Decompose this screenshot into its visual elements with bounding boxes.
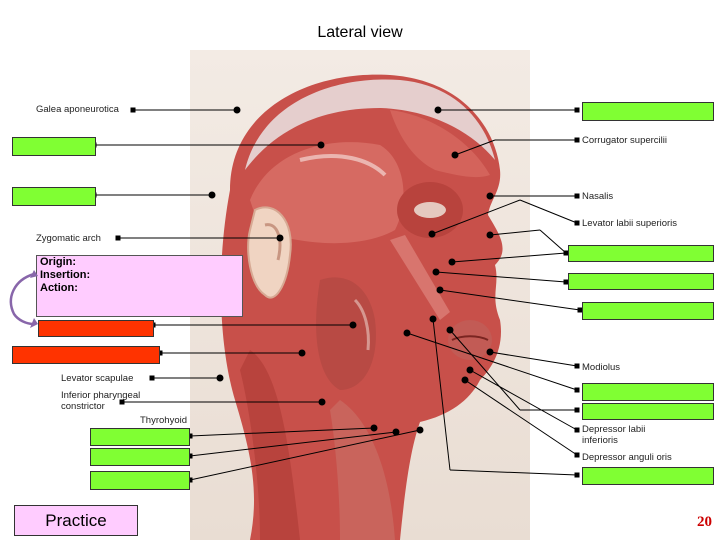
answer-box-green[interactable] <box>582 467 714 485</box>
answer-box-green[interactable] <box>582 102 714 121</box>
curved-arrow-icon[interactable] <box>4 268 38 330</box>
label-depressor-labii-inferioris: Depressor labii inferioris <box>582 424 645 446</box>
label-line-2: inferioris <box>582 435 618 446</box>
insertion-label: Insertion: <box>40 269 91 281</box>
label-levator-labii-superioris: Levator labii superioris <box>582 218 678 229</box>
label-thyrohyoid: Thyrohyoid <box>140 415 187 426</box>
label-galea-aponeurotica: Galea aponeurotica <box>36 104 119 115</box>
answer-box-green[interactable] <box>568 273 714 290</box>
answer-box-green[interactable] <box>12 137 96 156</box>
action-label: Action: <box>40 282 78 294</box>
answer-box-red[interactable] <box>12 346 160 364</box>
label-depressor-anguli-oris: Depressor anguli oris <box>582 452 672 463</box>
label-zygomatic-arch: Zygomatic arch <box>36 233 101 244</box>
label-line-1: Inferior pharyngeal <box>61 390 141 401</box>
answer-box-green[interactable] <box>90 428 190 446</box>
label-inferior-pharyngeal-constrictor: Inferior pharyngeal constrictor <box>61 390 140 412</box>
label-modiolus: Modiolus <box>582 362 621 373</box>
answer-box-red[interactable] <box>38 320 154 337</box>
answer-box-green[interactable] <box>568 245 714 262</box>
answer-box-green[interactable] <box>582 403 714 420</box>
muscle-info-box: Origin: Insertion: Action: <box>36 255 243 317</box>
label-line-1: Depressor labii <box>582 424 646 435</box>
label-nasalis: Nasalis <box>582 191 614 202</box>
answer-box-green[interactable] <box>12 187 96 206</box>
answer-box-green[interactable] <box>90 448 190 466</box>
label-line-2: constrictor <box>61 401 105 412</box>
label-corrugator-supercilii: Corrugator supercilii <box>582 135 668 146</box>
answer-box-green[interactable] <box>90 471 190 490</box>
page-number: 20 <box>697 514 712 530</box>
answer-box-green[interactable] <box>582 302 714 320</box>
page-title: Lateral view <box>317 24 403 41</box>
origin-label: Origin: <box>40 256 77 268</box>
label-levator-scapulae: Levator scapulae <box>61 373 134 384</box>
answer-box-green[interactable] <box>582 383 714 401</box>
practice-button[interactable]: Practice <box>14 505 138 536</box>
